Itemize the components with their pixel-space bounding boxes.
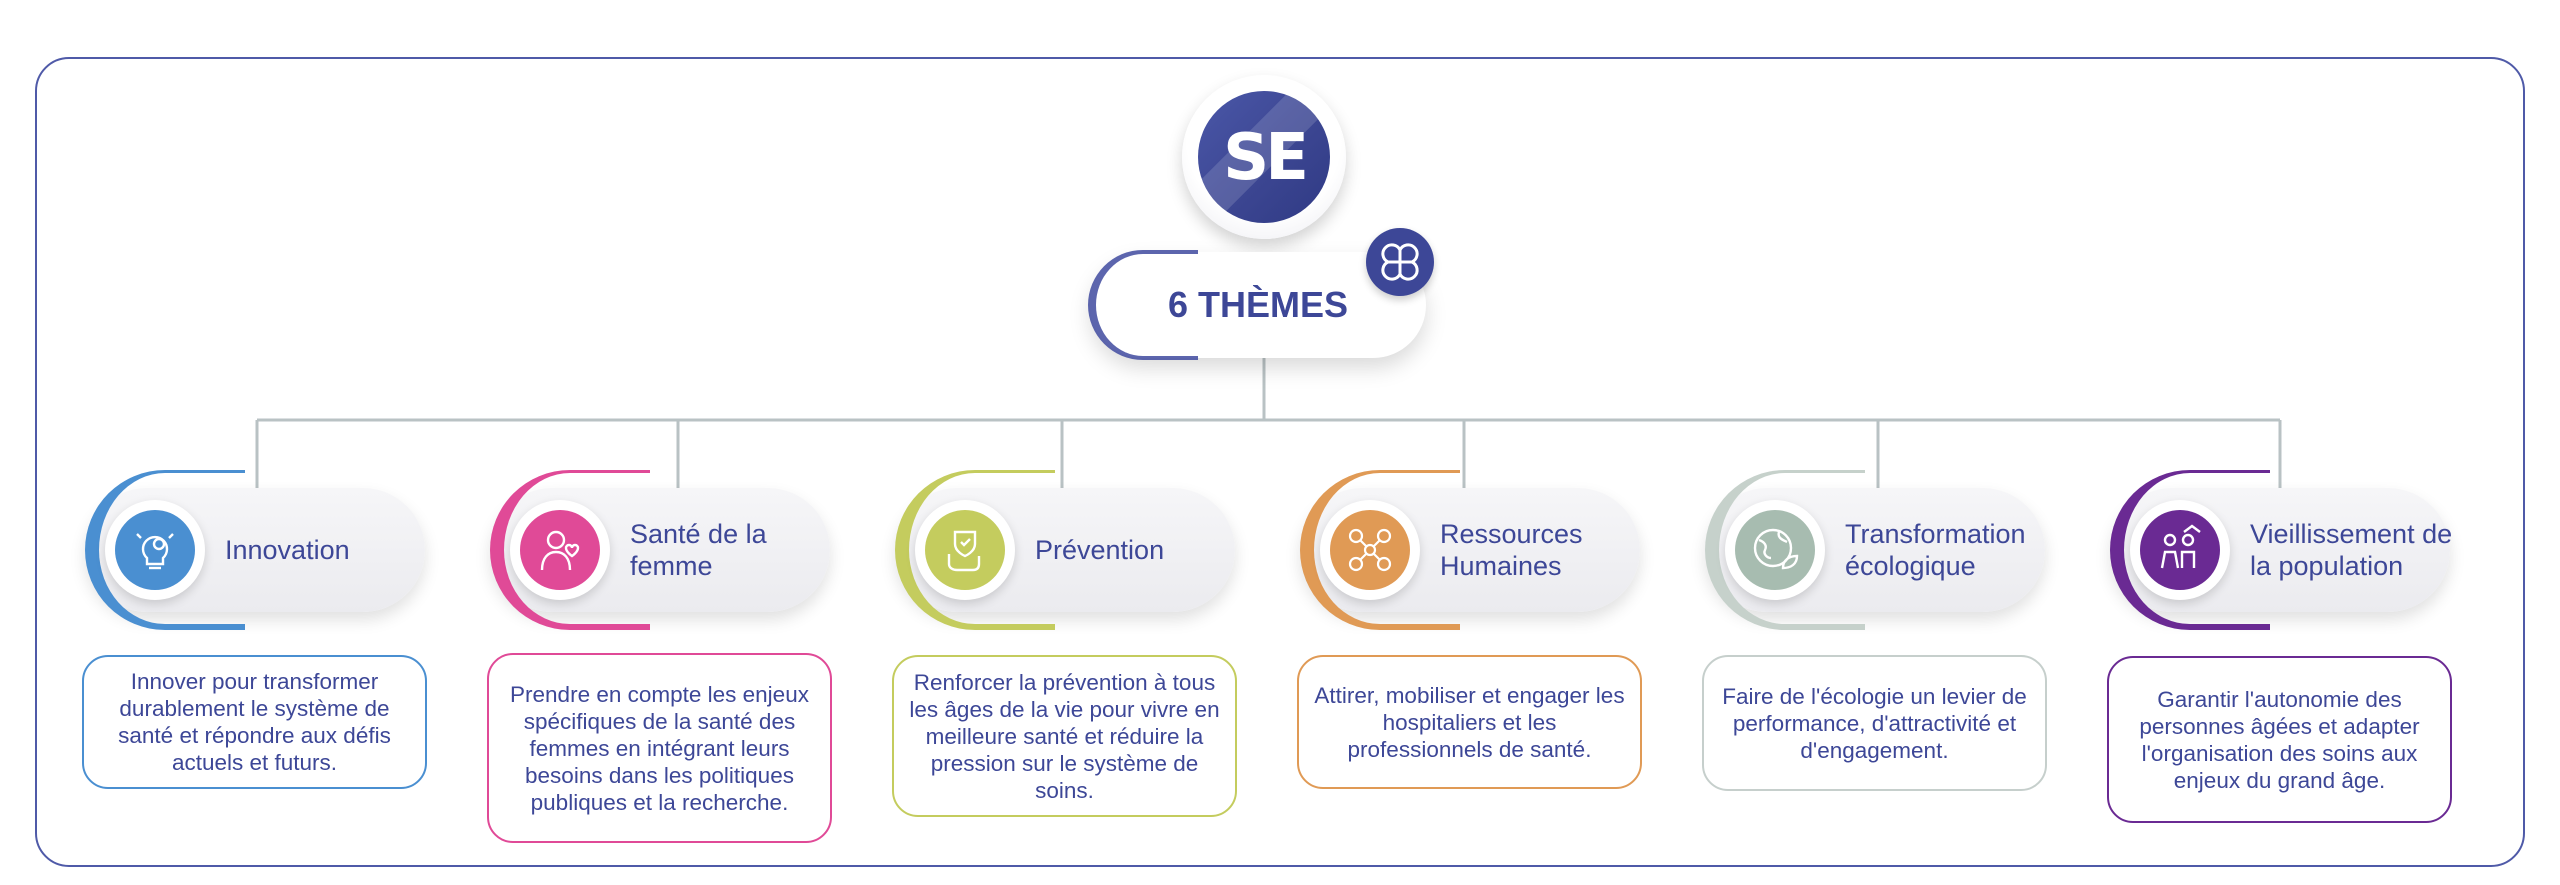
elderly-couple-icon — [2140, 510, 2220, 590]
title-arc — [1088, 250, 1198, 360]
theme-prevention: Prévention — [855, 470, 1275, 630]
logo-text: SE — [1223, 121, 1309, 195]
woman-heart-icon — [520, 510, 600, 590]
theme-label: Transformation écologique — [1845, 519, 2026, 581]
theme-description: Prendre en compte les enjeux spécifiques… — [487, 653, 832, 843]
theme-label: Vieillissement de la population — [2250, 519, 2453, 581]
theme-label: Ressources Humaines — [1440, 519, 1583, 581]
theme-description: Renforcer la prévention à tous les âges … — [892, 655, 1237, 817]
theme-label: Prévention — [1035, 535, 1165, 565]
theme-ressources-humaines: Ressources Humaines — [1260, 470, 1680, 630]
theme-description: Attirer, mobiliser et engager les hospit… — [1297, 655, 1642, 789]
theme-description: Faire de l'écologie un levier de perform… — [1702, 655, 2047, 791]
diagram-title: 6 THÈMES — [1167, 284, 1349, 325]
theme-description: Innover pour transformer durablement le … — [82, 655, 427, 789]
theme-innovation: Innovation — [45, 470, 465, 630]
lightbulb-gear-icon — [115, 510, 195, 590]
diagram-frame — [35, 57, 2525, 867]
theme-label: Santé de la femme — [630, 519, 767, 581]
globe-leaf-icon — [1735, 510, 1815, 590]
theme-label: Innovation — [225, 535, 350, 565]
people-network-icon — [1330, 510, 1410, 590]
se-logo: SE — [1182, 75, 1346, 239]
theme-description: Garantir l'autonomie des personnes âgées… — [2107, 656, 2452, 823]
hand-shield-icon — [925, 510, 1005, 590]
theme-transformation-ecologique: Transformation écologique — [1665, 470, 2085, 630]
clover-icon — [1366, 228, 1434, 296]
theme-vieillissement-population: Vieillissement de la population — [2070, 470, 2490, 630]
theme-sante-femme: Santé de la femme — [450, 470, 870, 630]
